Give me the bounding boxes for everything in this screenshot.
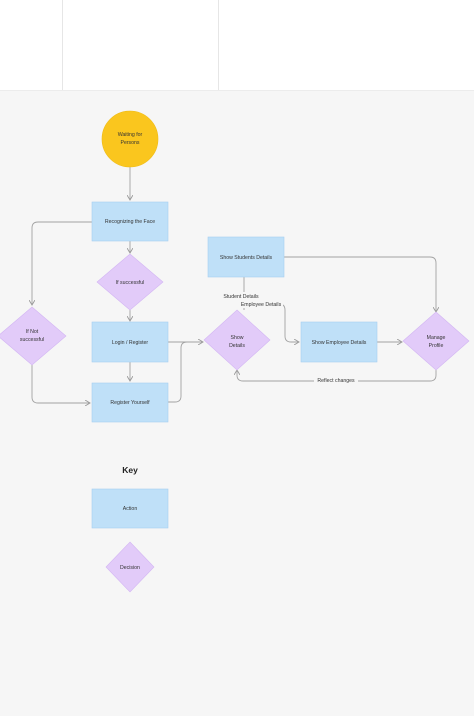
show-details-line-2: Details (229, 343, 245, 349)
arrow-register-to-show-details (167, 341, 188, 403)
show-details-node[interactable]: Show Details (203, 309, 271, 371)
edge-label-reflect-changes: Reflect changes (317, 378, 355, 384)
login-label: Login / Register (112, 340, 149, 346)
decision-diamond (203, 309, 271, 371)
action-box (91, 321, 169, 363)
key-decision: Decision (105, 541, 155, 593)
edge-label-employee-details: Employee Details (241, 302, 282, 308)
key-action-box (91, 488, 169, 529)
if-not-label-line-2: successful (20, 337, 44, 343)
show-employee-node[interactable]: Show Employee Details (300, 321, 378, 363)
arrow-students-to-manage (284, 256, 436, 312)
if-successful-label: If successful (116, 280, 145, 286)
start-node[interactable]: Waiting for Persons (101, 110, 159, 168)
arrow-if-not-to-register (31, 365, 90, 403)
edge-labels: Student Details Employee Details Reflect… (221, 292, 358, 385)
if-not-label-line-1: If Not (26, 329, 39, 335)
manage-profile-node[interactable]: Manage Profile (402, 311, 470, 371)
connectors (32, 167, 436, 403)
manage-profile-line-2: Profile (429, 343, 444, 349)
start-label-line-1: Waiting for (118, 132, 143, 138)
register-yourself-node[interactable]: Register Yourself (91, 382, 169, 423)
decision-diamond (0, 306, 67, 366)
top-header-area (0, 0, 474, 90)
action-box (91, 382, 169, 423)
column-divider (218, 0, 219, 90)
key-decision-label: Decision (120, 565, 140, 571)
action-box (91, 201, 169, 242)
key-decision-diamond (105, 541, 155, 593)
start-circle (101, 110, 159, 168)
manage-profile-line-1: Manage (427, 335, 446, 341)
show-details-line-1: Show (231, 335, 244, 341)
column-divider (62, 0, 63, 90)
show-students-label: Show Students Details (220, 255, 273, 261)
recognize-label: Recognizing the Face (105, 219, 155, 225)
decision-diamond (402, 311, 470, 371)
register-yourself-label: Register Yourself (110, 400, 150, 406)
key-title: Key (122, 465, 138, 475)
arrow-recognize-to-if-not (32, 221, 92, 305)
key-action-label: Action (123, 506, 138, 512)
recognize-node[interactable]: Recognizing the Face (91, 201, 169, 242)
show-employee-label: Show Employee Details (312, 340, 367, 346)
login-node[interactable]: Login / Register (91, 321, 169, 363)
key-legend: Key Action Decision (91, 465, 169, 593)
action-box (207, 236, 285, 278)
edge-label-student-details: Student Details (223, 294, 259, 300)
decision-diamond (96, 253, 164, 311)
action-box (300, 321, 378, 363)
start-label-line-2: Persons (120, 140, 139, 146)
show-students-node[interactable]: Show Students Details (207, 236, 285, 278)
if-successful-node[interactable]: If successful (96, 253, 164, 311)
key-action: Action (91, 488, 169, 529)
if-not-successful-node[interactable]: If Not successful (0, 306, 67, 366)
